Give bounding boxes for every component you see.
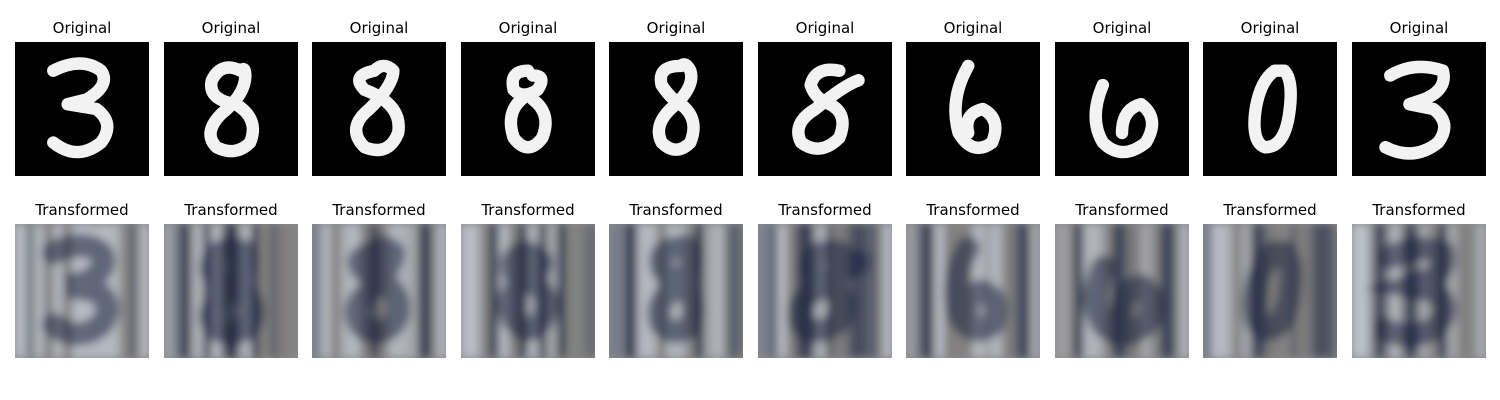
transformed-label: Transformed	[332, 201, 426, 219]
original-label: Original	[52, 19, 112, 37]
original-label: Original	[943, 19, 1003, 37]
transformed-image	[1055, 224, 1189, 358]
transformed-label: Transformed	[778, 201, 872, 219]
original-digit-image	[312, 42, 446, 176]
transformed-image	[164, 224, 298, 358]
transformed-image	[1203, 224, 1337, 358]
transformed-label: Transformed	[1075, 201, 1169, 219]
transformed-image	[312, 224, 446, 358]
original-label: Original	[795, 19, 855, 37]
transformed-image	[1352, 224, 1486, 358]
transformed-image	[15, 224, 149, 358]
original-label: Original	[1389, 19, 1449, 37]
transformed-label: Transformed	[1223, 201, 1317, 219]
original-digit-image	[1055, 42, 1189, 176]
original-label: Original	[1240, 19, 1300, 37]
transformed-label: Transformed	[1372, 201, 1466, 219]
original-label: Original	[201, 19, 261, 37]
transformed-image	[906, 224, 1040, 358]
original-label: Original	[1092, 19, 1152, 37]
original-digit-image	[1203, 42, 1337, 176]
original-digit-image	[906, 42, 1040, 176]
transformed-image	[609, 224, 743, 358]
transformed-label: Transformed	[926, 201, 1020, 219]
original-digit-image	[461, 42, 595, 176]
original-label: Original	[646, 19, 706, 37]
original-label: Original	[498, 19, 558, 37]
original-digit-image	[164, 42, 298, 176]
transformed-image	[758, 224, 892, 358]
original-label: Original	[349, 19, 409, 37]
transformed-label: Transformed	[481, 201, 575, 219]
transformed-label: Transformed	[35, 201, 129, 219]
transformed-label: Transformed	[184, 201, 278, 219]
transformed-image	[461, 224, 595, 358]
original-digit-image	[1352, 42, 1486, 176]
transformed-label: Transformed	[629, 201, 723, 219]
original-digit-image	[609, 42, 743, 176]
original-digit-image	[15, 42, 149, 176]
original-digit-image	[758, 42, 892, 176]
